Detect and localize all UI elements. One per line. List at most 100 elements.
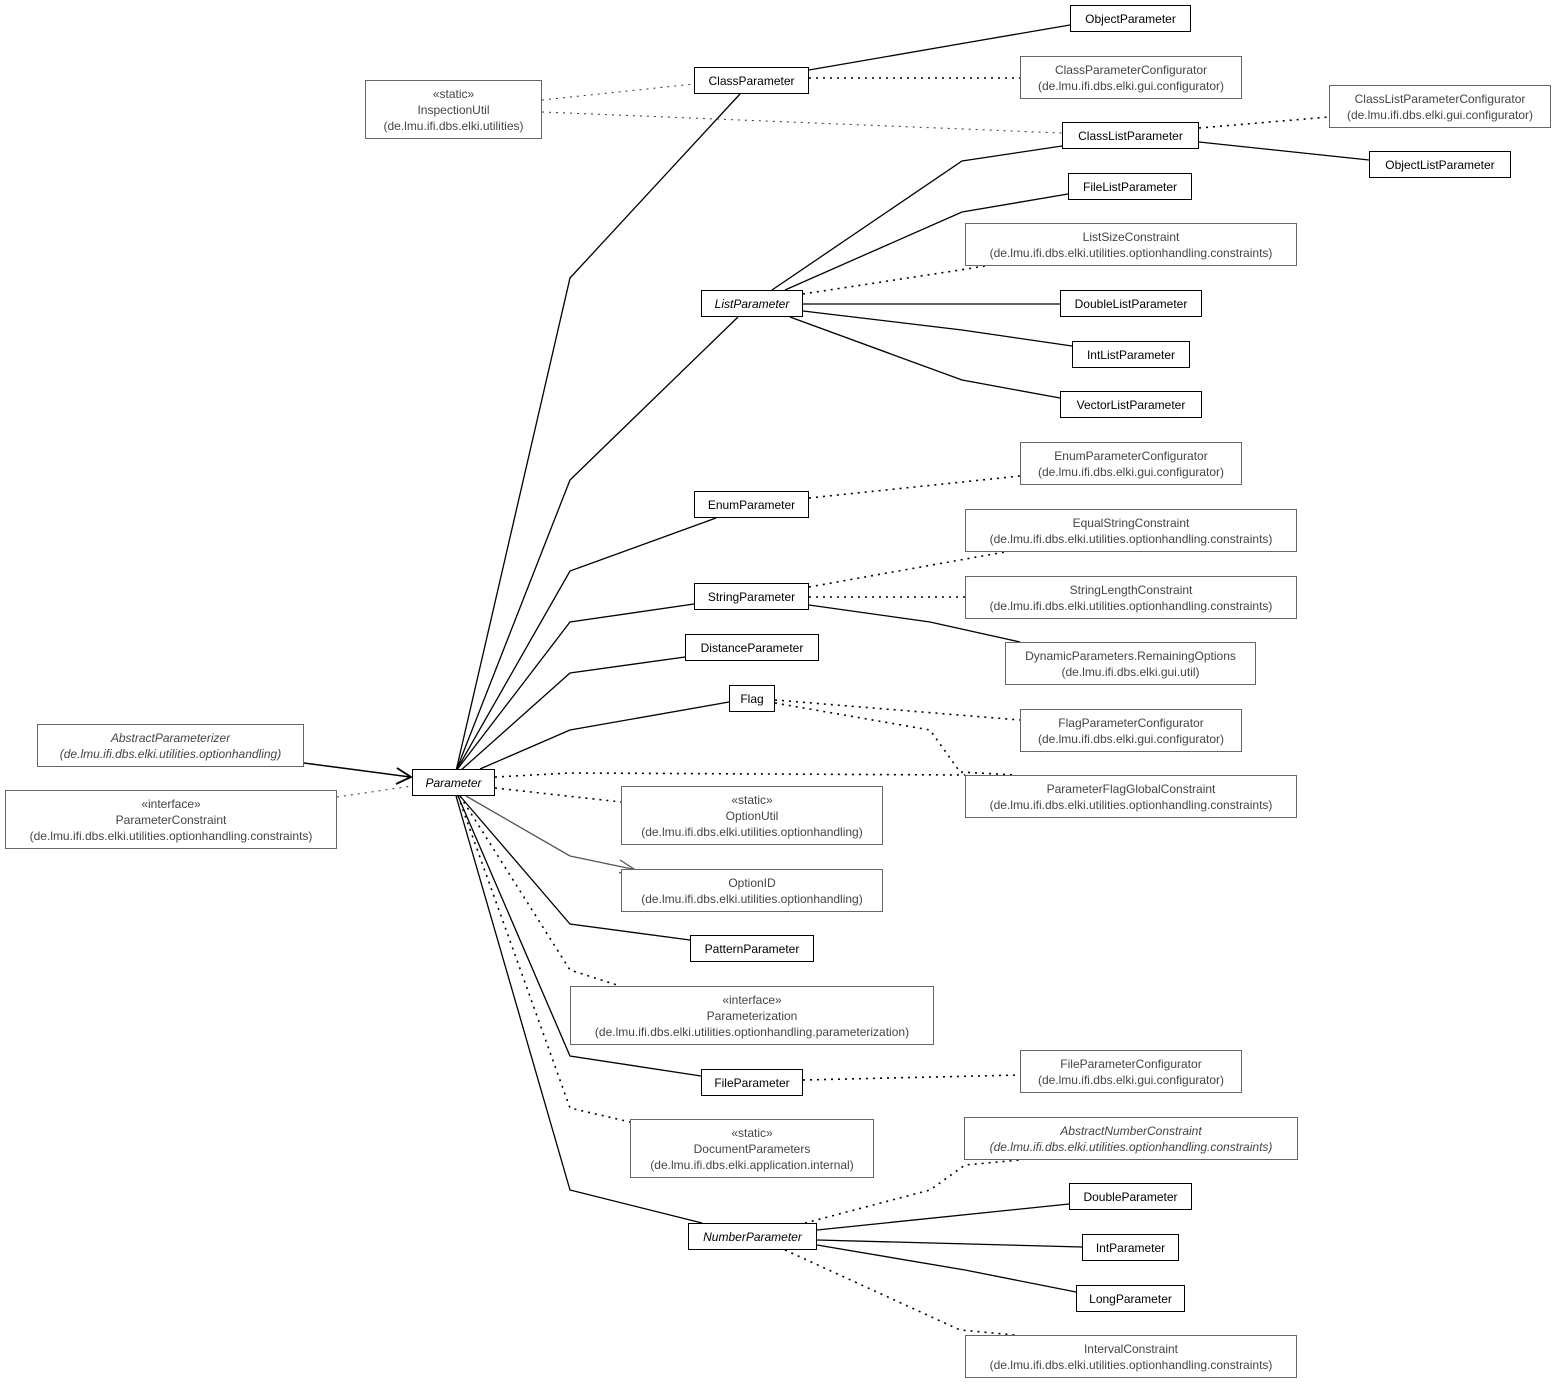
- package-label: (de.lmu.ifi.dbs.elki.utilities.optionhan…: [59, 746, 282, 761]
- class-name-label: EnumParameterConfigurator: [1054, 448, 1208, 463]
- class-name-label: StringLengthConstraint: [1069, 582, 1193, 597]
- class-name-label: DynamicParameters.RemainingOptions: [1025, 648, 1236, 663]
- interval-constraint-node[interactable]: IntervalConstraint(de.lmu.ifi.dbs.elki.u…: [965, 1335, 1297, 1378]
- class-name-label: NumberParameter: [703, 1229, 802, 1244]
- pattern-parameter-node[interactable]: PatternParameter: [690, 935, 814, 962]
- document-parameters-node[interactable]: «static»DocumentParameters(de.lmu.ifi.db…: [630, 1119, 874, 1178]
- parameter-node[interactable]: Parameter: [412, 769, 495, 796]
- equal-string-constraint-node[interactable]: EqualStringConstraint(de.lmu.ifi.dbs.elk…: [965, 509, 1297, 552]
- class-name-label: EqualStringConstraint: [1072, 515, 1190, 530]
- int-parameter-node[interactable]: IntParameter: [1082, 1234, 1179, 1261]
- class-name-label: LongParameter: [1089, 1291, 1172, 1306]
- enum-parameter-node[interactable]: EnumParameter: [694, 491, 809, 518]
- list-size-constraint-node[interactable]: ListSizeConstraint(de.lmu.ifi.dbs.elki.u…: [965, 223, 1297, 266]
- object-parameter-node[interactable]: ObjectParameter: [1070, 5, 1191, 32]
- class-name-label: ObjectParameter: [1085, 11, 1176, 26]
- parameterization-node[interactable]: «interface»Parameterization(de.lmu.ifi.d…: [570, 986, 934, 1045]
- long-parameter-node[interactable]: LongParameter: [1076, 1285, 1185, 1312]
- string-parameter-to-remaining-options-edge: [808, 604, 1021, 643]
- class-list-parameter-node[interactable]: ClassListParameter: [1062, 122, 1199, 149]
- class-name-label: DoubleListParameter: [1074, 296, 1188, 311]
- class-name-label: ClassParameter: [708, 73, 795, 88]
- parameter-to-number-parameter-edge: [455, 795, 703, 1224]
- class-name-label: FileListParameter: [1082, 179, 1178, 194]
- list-parameter-to-int-list-parameter-edge: [802, 310, 1073, 347]
- list-parameter-node[interactable]: ListParameter: [701, 290, 803, 317]
- stereotype-label: «interface»: [722, 992, 782, 1007]
- class-name-label: ObjectListParameter: [1385, 157, 1495, 172]
- distance-parameter-node[interactable]: DistanceParameter: [685, 634, 819, 661]
- vector-list-parameter-node[interactable]: VectorListParameter: [1060, 391, 1202, 418]
- inspection-util-node[interactable]: «static»InspectionUtil(de.lmu.ifi.dbs.el…: [365, 80, 542, 139]
- stereotype-label: «static»: [731, 1125, 773, 1140]
- class-name-label: ListParameter: [714, 296, 790, 311]
- stereotype-label: «static»: [432, 86, 475, 101]
- parameter-constraint-to-parameter-edge: [336, 785, 413, 798]
- double-parameter-node[interactable]: DoubleParameter: [1069, 1183, 1192, 1210]
- inspection-util-to-class-parameter-edge: [541, 83, 695, 101]
- string-length-constraint-node[interactable]: StringLengthConstraint(de.lmu.ifi.dbs.el…: [965, 576, 1297, 619]
- option-util-node[interactable]: «static»OptionUtil(de.lmu.ifi.dbs.elki.u…: [621, 786, 883, 845]
- enum-parameter-to-configurator-edge: [808, 475, 1021, 499]
- package-label: (de.lmu.ifi.dbs.elki.application.interna…: [650, 1157, 854, 1172]
- class-name-label: IntervalConstraint: [1083, 1341, 1179, 1356]
- class-name-label: ClassListParameter: [1078, 128, 1183, 143]
- parameter-to-parameter-flag-global-constraint-edge: [494, 772, 966, 778]
- object-list-parameter-node[interactable]: ObjectListParameter: [1369, 151, 1511, 178]
- list-parameter-to-vector-list-parameter-edge: [789, 316, 1061, 399]
- class-name-label: DoubleParameter: [1083, 1189, 1178, 1204]
- parameter-to-document-parameters-edge: [457, 795, 631, 1123]
- package-label: (de.lmu.ifi.dbs.elki.utilities.optionhan…: [594, 1024, 910, 1039]
- class-parameter-node[interactable]: ClassParameter: [694, 67, 809, 94]
- number-parameter-to-double-parameter-edge: [816, 1203, 1070, 1231]
- class-name-label: Flag: [740, 691, 764, 706]
- abstract-parameterizer-node[interactable]: AbstractParameterizer(de.lmu.ifi.dbs.elk…: [37, 724, 304, 767]
- string-parameter-to-equal-string-constraint-edge: [808, 551, 1006, 588]
- double-list-parameter-node[interactable]: DoubleListParameter: [1060, 290, 1202, 317]
- parameter-to-pattern-parameter-edge: [459, 795, 691, 941]
- package-label: (de.lmu.ifi.dbs.elki.utilities.optionhan…: [989, 245, 1273, 260]
- package-label: (de.lmu.ifi.dbs.elki.gui.configurator): [1037, 1072, 1225, 1087]
- option-id-node[interactable]: OptionID(de.lmu.ifi.dbs.elki.utilities.o…: [621, 869, 883, 912]
- package-label: (de.lmu.ifi.dbs.elki.utilities): [383, 118, 524, 133]
- class-name-label: ParameterFlagGlobalConstraint: [1046, 781, 1216, 796]
- flag-parameter-configurator-node[interactable]: FlagParameterConfigurator(de.lmu.ifi.dbs…: [1020, 709, 1242, 752]
- class-name-label: IntParameter: [1095, 1240, 1166, 1255]
- class-name-label: AbstractParameterizer: [110, 730, 231, 745]
- file-list-parameter-node[interactable]: FileListParameter: [1068, 173, 1192, 200]
- stereotype-label: «interface»: [141, 796, 201, 811]
- class-list-parameter-to-configurator-edge: [1198, 116, 1330, 129]
- package-label: (de.lmu.ifi.dbs.elki.gui.configurator): [1037, 731, 1225, 746]
- list-parameter-to-file-list-parameter-edge: [784, 193, 1069, 291]
- parameter-to-file-parameter-edge: [457, 795, 702, 1077]
- class-name-label: VectorListParameter: [1076, 397, 1186, 412]
- class-name-label: InspectionUtil: [417, 102, 490, 117]
- class-name-label: IntListParameter: [1086, 347, 1176, 362]
- package-label: (de.lmu.ifi.dbs.elki.gui.configurator): [1037, 78, 1225, 93]
- number-parameter-node[interactable]: NumberParameter: [688, 1223, 817, 1250]
- package-label: (de.lmu.ifi.dbs.elki.utilities.optionhan…: [641, 891, 863, 906]
- parameter-constraint-node[interactable]: «interface»ParameterConstraint(de.lmu.if…: [5, 790, 337, 849]
- int-list-parameter-node[interactable]: IntListParameter: [1072, 341, 1190, 368]
- class-list-parameter-configurator-node[interactable]: ClassListParameterConfigurator(de.lmu.if…: [1329, 85, 1551, 128]
- package-label: (de.lmu.ifi.dbs.elki.utilities.optionhan…: [989, 797, 1273, 812]
- class-list-to-object-list-parameter-edge: [1198, 141, 1370, 161]
- parameter-flag-global-constraint-node[interactable]: ParameterFlagGlobalConstraint(de.lmu.ifi…: [965, 775, 1297, 818]
- number-parameter-to-int-parameter-edge: [816, 1239, 1083, 1248]
- number-parameter-to-abstract-number-constraint-edge: [804, 1159, 1021, 1224]
- package-label: (de.lmu.ifi.dbs.elki.gui.configurator): [1346, 107, 1534, 122]
- class-name-label: FileParameter: [714, 1075, 790, 1090]
- class-name-label: StringParameter: [707, 589, 796, 604]
- stereotype-label: «static»: [731, 792, 773, 807]
- enum-parameter-configurator-node[interactable]: EnumParameterConfigurator(de.lmu.ifi.dbs…: [1020, 442, 1242, 485]
- file-parameter-configurator-node[interactable]: FileParameterConfigurator(de.lmu.ifi.dbs…: [1020, 1050, 1242, 1093]
- class-parameter-configurator-node[interactable]: ClassParameterConfigurator(de.lmu.ifi.db…: [1020, 56, 1242, 99]
- string-parameter-node[interactable]: StringParameter: [694, 583, 809, 610]
- flag-node[interactable]: Flag: [729, 685, 775, 712]
- class-name-label: ParameterConstraint: [115, 812, 227, 827]
- remaining-options-node[interactable]: DynamicParameters.RemainingOptions(de.lm…: [1005, 642, 1256, 685]
- file-parameter-node[interactable]: FileParameter: [701, 1069, 803, 1096]
- package-label: (de.lmu.ifi.dbs.elki.utilities.optionhan…: [641, 824, 863, 839]
- abstract-number-constraint-node[interactable]: AbstractNumberConstraint(de.lmu.ifi.dbs.…: [964, 1117, 1298, 1160]
